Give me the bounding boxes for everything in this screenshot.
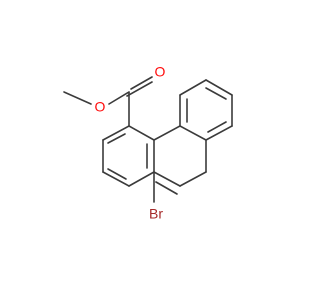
- bond-ring-c-5-inner: [207, 121, 227, 133]
- bond-o-carbonyl-carbon: [108, 91, 130, 105]
- bond-ring-c-3: [205, 79, 233, 96]
- atom-bromine: Br: [149, 206, 163, 222]
- bond-ring-c-2: [179, 79, 207, 96]
- atom-carbonyl-oxygen: O: [155, 64, 166, 80]
- bond-ring-a-4: [128, 171, 155, 187]
- bond-ring-c-5: [205, 125, 233, 141]
- bond-carbonyl-double-a: [126, 81, 153, 97]
- bond-ring-a-3-inner: [107, 168, 127, 180]
- bond-center-5-double-b: [155, 181, 178, 195]
- bond-center-4: [179, 171, 207, 187]
- atom-ether-oxygen: O: [95, 99, 106, 115]
- bond-carbonyl-double-b: [130, 76, 153, 90]
- bond-ring-a-6: [128, 125, 155, 141]
- bond-center-2: [179, 125, 207, 141]
- bond-ring-a-1-inner: [107, 133, 126, 144]
- molecule-structure: O O Br: [63, 64, 233, 222]
- bond-methyl-o: [63, 91, 92, 105]
- bond-ring-a-3: [102, 171, 130, 187]
- bond-ring-c-3-inner: [205, 87, 227, 100]
- bond-ring-a-1: [102, 125, 130, 141]
- bond-center-5-double-a: [153, 171, 181, 187]
- bond-center-1: [153, 125, 181, 141]
